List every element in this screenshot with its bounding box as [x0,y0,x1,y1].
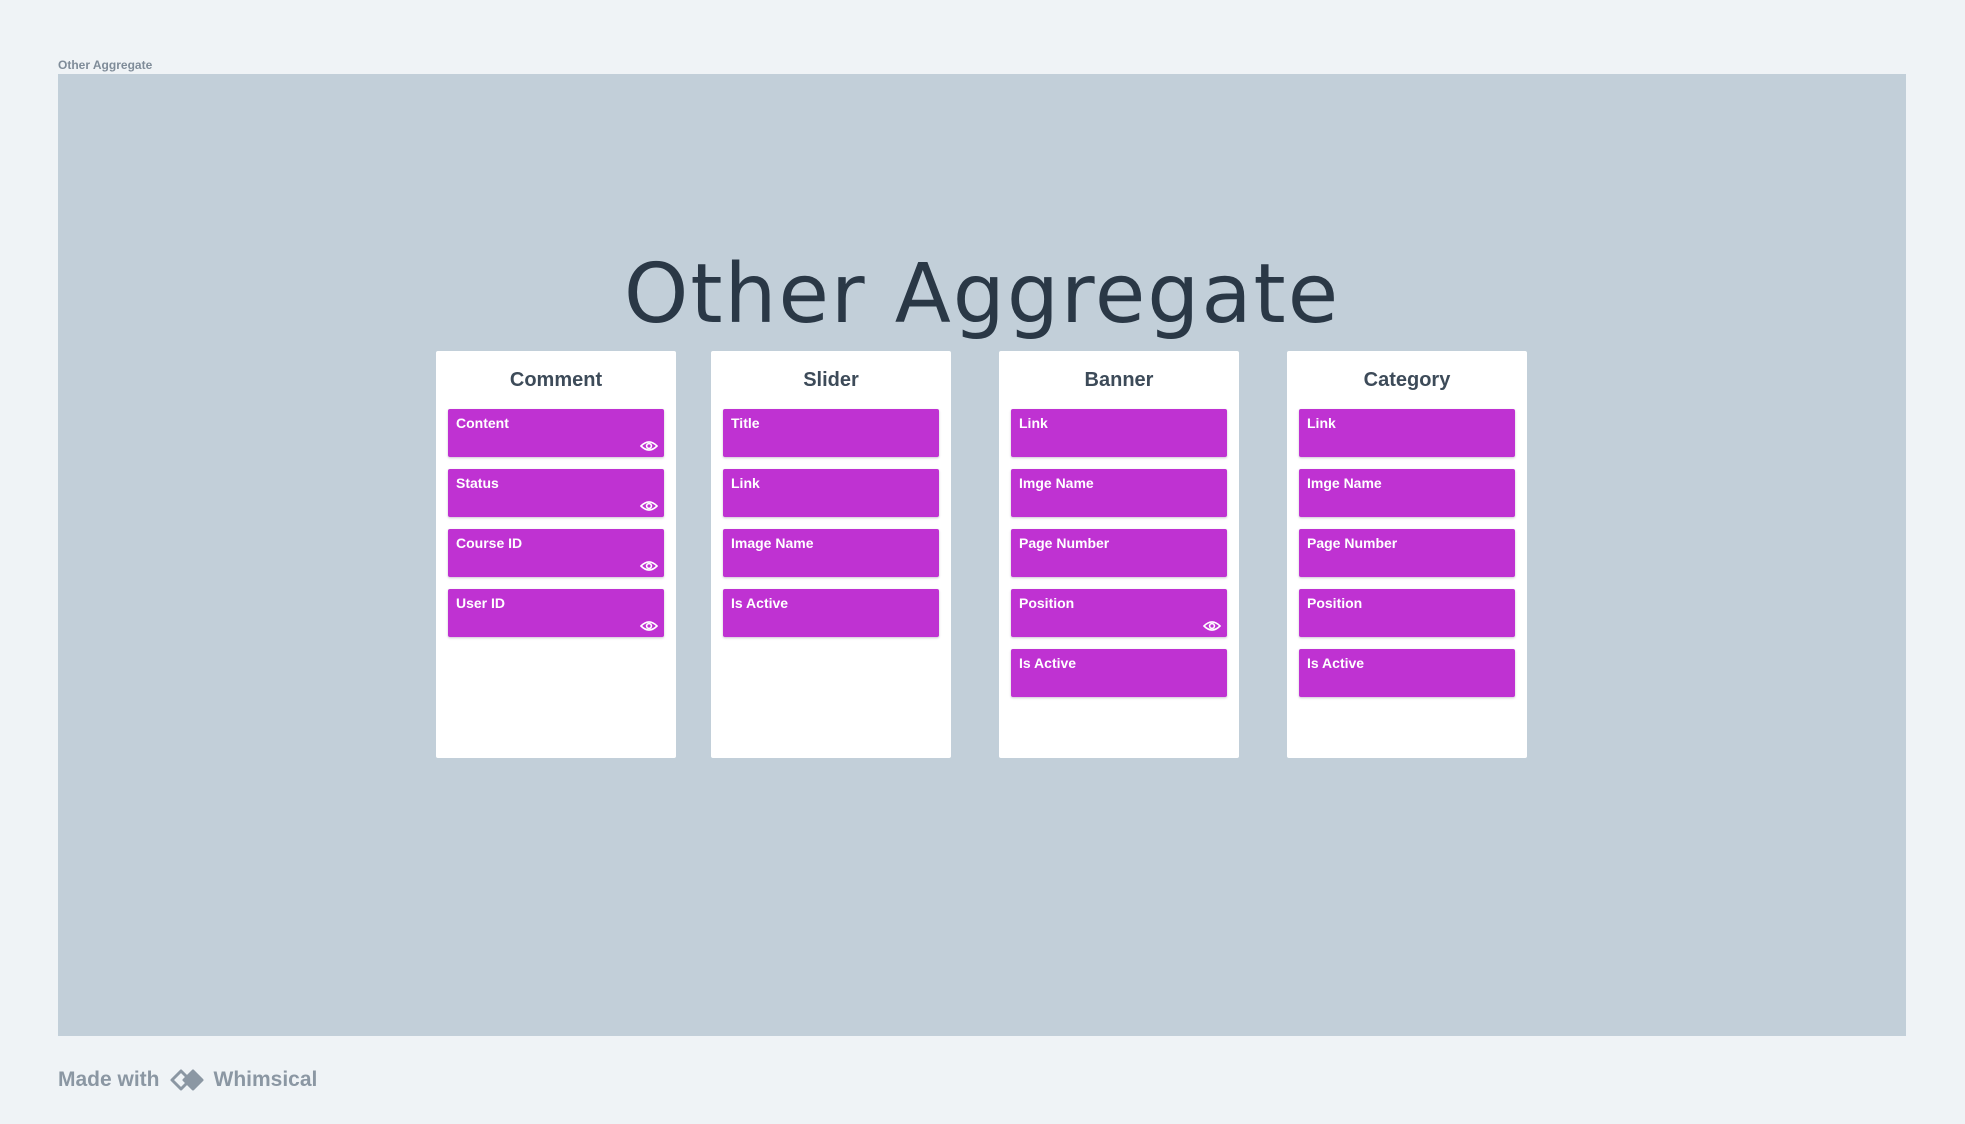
column-comment[interactable]: Comment Content Status Course ID User ID [436,351,676,758]
card-label: Link [731,475,760,491]
made-with-text: Made with [58,1068,160,1091]
card-label: Is Active [1307,655,1365,671]
card-label: Imge Name [1019,475,1094,491]
card-label: Image Name [731,535,814,551]
column-category[interactable]: Category Link Imge Name Page Number Posi… [1287,351,1527,758]
card-title[interactable]: Title [723,409,939,457]
card-imge-name[interactable]: Imge Name [1299,469,1515,517]
card-label: Is Active [731,595,789,611]
whimsical-logo-icon [170,1069,204,1091]
whimsical-brand-text: Whimsical [213,1068,318,1091]
card-link[interactable]: Link [1299,409,1515,457]
card-position[interactable]: Position [1299,589,1515,637]
card-label: Content [456,415,509,431]
card-link[interactable]: Link [1011,409,1227,457]
card-image-name[interactable]: Image Name [723,529,939,577]
eye-icon[interactable] [640,620,658,632]
eye-icon[interactable] [640,500,658,512]
card-course-id[interactable]: Course ID [448,529,664,577]
card-imge-name[interactable]: Imge Name [1011,469,1227,517]
footer-made-with[interactable]: Made with Whimsical [58,1065,317,1095]
column-slider[interactable]: Slider Title Link Image Name Is Active [711,351,951,758]
board-frame: Other Aggregate Comment Content Status C… [58,74,1906,1036]
card-is-active[interactable]: Is Active [1299,649,1515,697]
card-page-number[interactable]: Page Number [1299,529,1515,577]
card-label: Course ID [456,535,523,551]
column-title: Category [1363,369,1451,391]
card-is-active[interactable]: Is Active [723,589,939,637]
card-label: User ID [456,595,506,611]
card-label: Imge Name [1307,475,1382,491]
board-title: Other Aggregate [623,247,1341,342]
eye-icon[interactable] [640,560,658,572]
card-label: Link [1307,415,1336,431]
column-title: Comment [509,369,603,391]
card-link[interactable]: Link [723,469,939,517]
frame-label: Other Aggregate [58,58,153,72]
card-label: Status [456,475,499,491]
card-label: Position [1307,595,1363,611]
eye-icon[interactable] [1203,620,1221,632]
card-status[interactable]: Status [448,469,664,517]
card-label: Title [731,415,760,431]
card-label: Page Number [1019,535,1110,551]
eye-icon[interactable] [640,440,658,452]
card-position[interactable]: Position [1011,589,1227,637]
column-title: Banner [1084,369,1154,391]
card-user-id[interactable]: User ID [448,589,664,637]
card-label: Page Number [1307,535,1398,551]
card-is-active[interactable]: Is Active [1011,649,1227,697]
column-banner[interactable]: Banner Link Imge Name Page Number Positi… [999,351,1239,758]
card-label: Link [1019,415,1048,431]
card-label: Position [1019,595,1075,611]
card-content[interactable]: Content [448,409,664,457]
card-label: Is Active [1019,655,1077,671]
card-page-number[interactable]: Page Number [1011,529,1227,577]
column-title: Slider [803,369,859,391]
